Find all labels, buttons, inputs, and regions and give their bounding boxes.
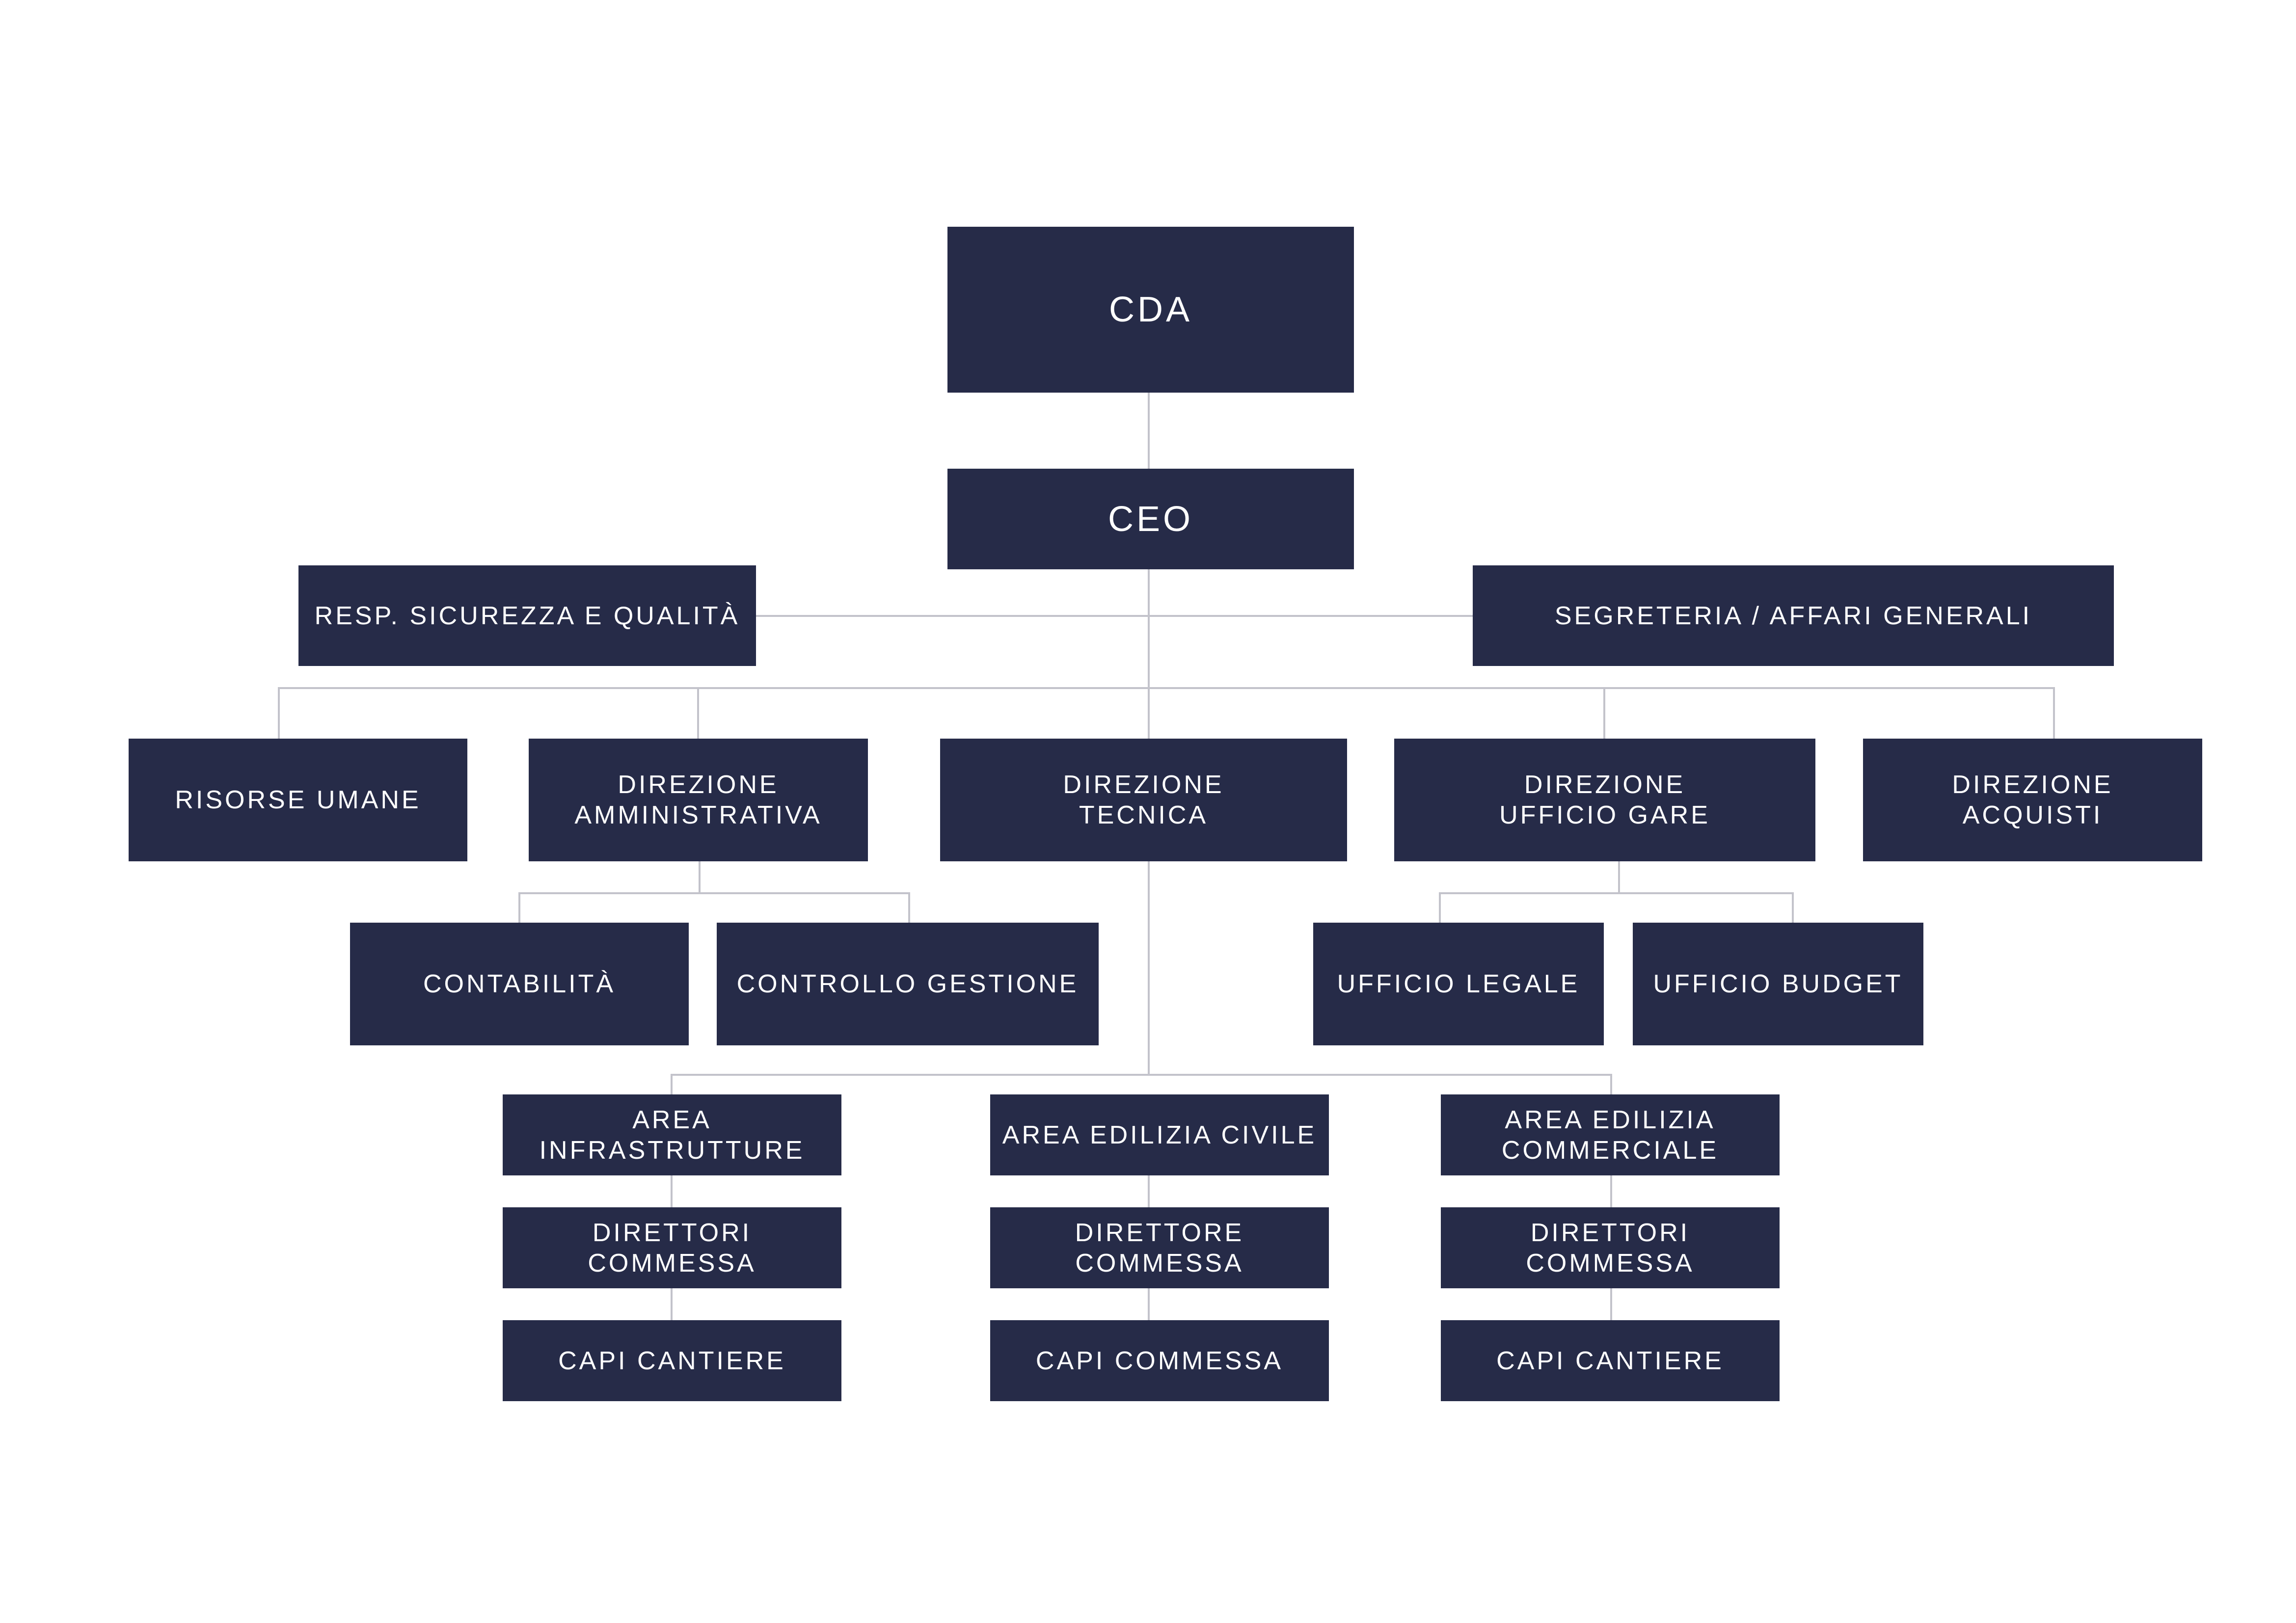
ufficio-legale-box: UFFICIO LEGALE <box>1313 923 1604 1045</box>
contabilita-box: CONTABILITÀ <box>350 923 689 1045</box>
direzione-amministrativa-box: DIREZIONE AMMINISTRATIVA <box>529 739 868 861</box>
infra-capi-cantiere-box: CAPI CANTIERE <box>503 1320 841 1401</box>
area-infrastrutture-box: AREA INFRASTRUTTURE <box>503 1094 841 1175</box>
risorse-umane-box: RISORSE UMANE <box>129 739 467 861</box>
direzione-ufficio-gare-box: DIREZIONE UFFICIO GARE <box>1394 739 1815 861</box>
commerciale-capi-cantiere-box: CAPI CANTIERE <box>1441 1320 1780 1401</box>
area-edilizia-civile-box: AREA EDILIZIA CIVILE <box>990 1094 1329 1175</box>
segreteria-box: SEGRETERIA / AFFARI GENERALI <box>1473 565 2114 666</box>
cda-box: CDA <box>947 227 1354 393</box>
commerciale-direttori-commessa-box: DIRETTORI COMMESSA <box>1441 1207 1780 1288</box>
area-edilizia-commerciale-box: AREA EDILIZIA COMMERCIALE <box>1441 1094 1780 1175</box>
sicurezza-qualita-box: RESP. SICUREZZA E QUALITÀ <box>298 565 756 666</box>
infra-direttori-commessa-box: DIRETTORI COMMESSA <box>503 1207 841 1288</box>
controllo-gestione-box: CONTROLLO GESTIONE <box>717 923 1099 1045</box>
ufficio-budget-box: UFFICIO BUDGET <box>1633 923 1923 1045</box>
direzione-acquisti-box: DIREZIONE ACQUISTI <box>1863 739 2202 861</box>
civile-capi-commessa-box: CAPI COMMESSA <box>990 1320 1329 1401</box>
civile-direttore-commessa-box: DIRETTORE COMMESSA <box>990 1207 1329 1288</box>
direzione-tecnica-box: DIREZIONE TECNICA <box>940 739 1347 861</box>
ceo-box: CEO <box>947 469 1354 569</box>
